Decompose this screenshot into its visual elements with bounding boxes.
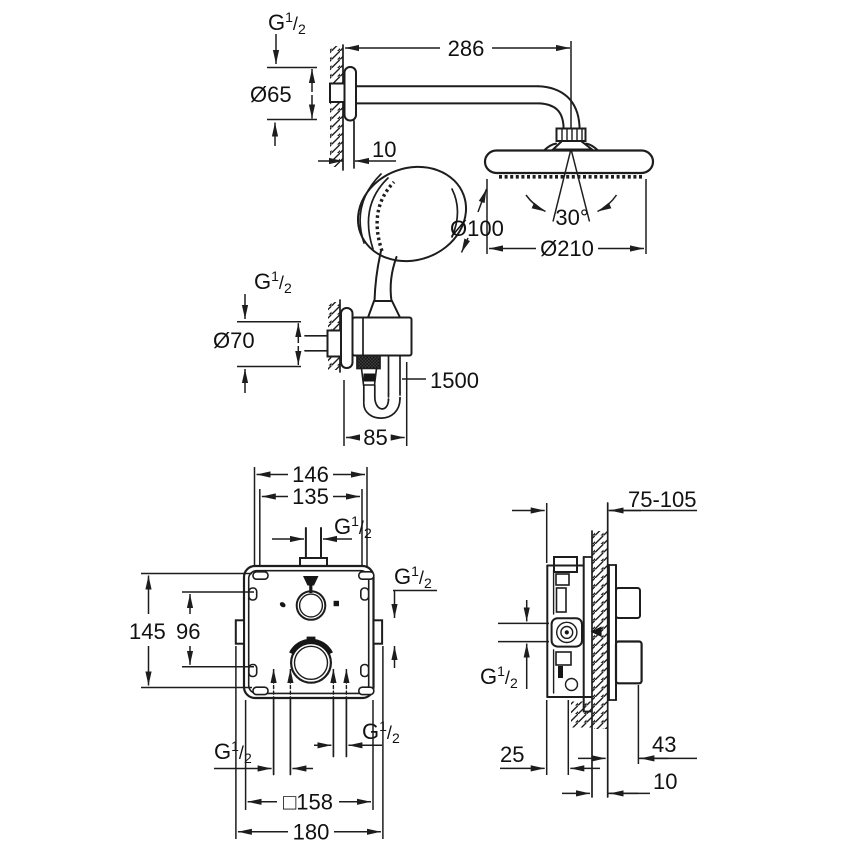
dim-valve-inlet-thread: G1/2 (480, 600, 549, 691)
hole-spacing-outer-width-label: 146 (292, 462, 329, 487)
front-view-rough-in-box: 146 135 G1/2 (129, 462, 437, 845)
dim-hose-length: 1500 (402, 368, 479, 393)
arm-thread-label: G1/2 (268, 9, 306, 37)
dim-bottom-right-thread: G1/2 (314, 718, 400, 749)
dim-overall-width: 180 (235, 646, 384, 845)
dim-body-front-depth: 25 (500, 700, 600, 775)
top-pipe-thread-label: G1/2 (334, 513, 372, 541)
finished-wall-thickness-label: 10 (653, 769, 677, 794)
installation-depth-label: 75-105 (628, 487, 697, 512)
dim-arm-flange-diameter: Ø65 (250, 69, 316, 119)
top-pipe-collar (299, 557, 328, 567)
dim-holder-thread: G1/2 (237, 268, 301, 393)
handle-socket-cone (366, 300, 402, 319)
holder-flange-diameter-label: Ø70 (213, 328, 255, 353)
side-view-valve-section: 75-105 (480, 487, 697, 798)
rough-in-box (234, 564, 384, 700)
dim-side-outlet-thread: G1/2 (391, 563, 437, 668)
holder-projection-label: 85 (363, 425, 387, 450)
dim-hole-spacing-outer-width: 146 (253, 462, 368, 569)
side-outlet-right (372, 619, 384, 645)
dim-top-pipe-thread: G1/2 (272, 513, 372, 543)
bottom-right-thread-label: G1/2 (362, 718, 400, 746)
thermostat-cartridge-port (295, 590, 327, 621)
hose-length-label: 1500 (430, 368, 479, 393)
head-connector-nut (550, 127, 595, 151)
spray-angle-label: 30° (555, 205, 588, 230)
thermostat-handle (615, 587, 641, 619)
box-size-label: □158 (283, 790, 333, 815)
head-diameter-label: Ø210 (540, 236, 594, 261)
hole-spacing-inner-width-label: 135 (292, 484, 329, 509)
hole-spacing-outer-height-label: 145 (129, 619, 166, 644)
screw-slot (357, 570, 375, 580)
dim-head-diameter: Ø210 (486, 179, 647, 261)
handshower-diameter-label: Ø100 (450, 216, 504, 241)
dim-holder-flange-diameter: Ø70 (213, 323, 302, 365)
shower-hose (356, 354, 401, 419)
arm-flange-diameter-label: Ø65 (250, 82, 292, 107)
dim-arm-length: 286 (345, 36, 572, 148)
side-outlet-left (234, 619, 246, 645)
dim-hole-spacing-inner-width: 135 (259, 484, 363, 569)
hand-shower-handle (373, 250, 382, 302)
trim-parts (607, 564, 643, 701)
dim-installation-depth: 75-105 (512, 487, 697, 563)
dim-bottom-left-thread: G1/2 (214, 738, 313, 772)
arm-wall-fitting (329, 82, 347, 103)
holder-thread-label: G1/2 (254, 268, 292, 296)
screw-slot (357, 686, 375, 696)
hand-shower-spray-face (375, 180, 396, 252)
screw-slot (359, 587, 370, 601)
valve-inlet-thread-label: G1/2 (480, 663, 518, 691)
shower-arm (355, 85, 581, 130)
hand-shower (356, 165, 468, 302)
body-front-depth-label: 25 (500, 742, 524, 767)
dim-hole-spacing-outer-height: 145 (129, 572, 252, 689)
dim-arm-thread: G1/2 (267, 9, 317, 146)
dim-flange-offset: 10 (318, 137, 396, 165)
holder-wall-fitting (326, 329, 343, 358)
flow-marker (303, 576, 319, 586)
dim-spray-angle: 30° (525, 148, 618, 230)
head-shower (483, 142, 655, 179)
bottom-left-thread-label: G1/2 (214, 738, 252, 766)
screw-slot (359, 663, 370, 678)
dim-trim-projection: 43 (578, 685, 697, 764)
bottom-supply-pipes (270, 669, 350, 776)
depth-marker (590, 626, 602, 637)
screw-slot (252, 570, 269, 580)
dim-hole-spacing-inner-height: 96 (176, 591, 254, 668)
flange-offset-label: 10 (372, 137, 396, 162)
dim-finished-wall-thickness: 10 (562, 769, 677, 797)
dim-holder-projection: 85 (343, 362, 408, 450)
screw-slot (252, 686, 269, 696)
arm-wall-flange (343, 66, 357, 122)
concealed-valve-body (546, 556, 602, 713)
dim-box-size: □158 (244, 700, 374, 815)
arm-length-label: 286 (448, 36, 485, 61)
volume-handle (614, 640, 643, 685)
top-view-shower-assembly: G1/2 Ø65 10 (213, 9, 655, 450)
wall-hatch-arm (330, 44, 344, 171)
hand-shower-holder (351, 300, 413, 357)
dim-handshower-diameter: Ø100 (450, 188, 504, 253)
hose-knurled-nut (356, 354, 381, 370)
hole-spacing-inner-height-label: 96 (176, 619, 200, 644)
side-outlet-thread-label: G1/2 (394, 563, 432, 591)
wall-hatch-side (571, 502, 609, 798)
holder-wall-flange (340, 307, 354, 369)
overall-width-label: 180 (293, 820, 330, 845)
trim-projection-label: 43 (652, 732, 676, 757)
screw-slot (248, 587, 258, 601)
